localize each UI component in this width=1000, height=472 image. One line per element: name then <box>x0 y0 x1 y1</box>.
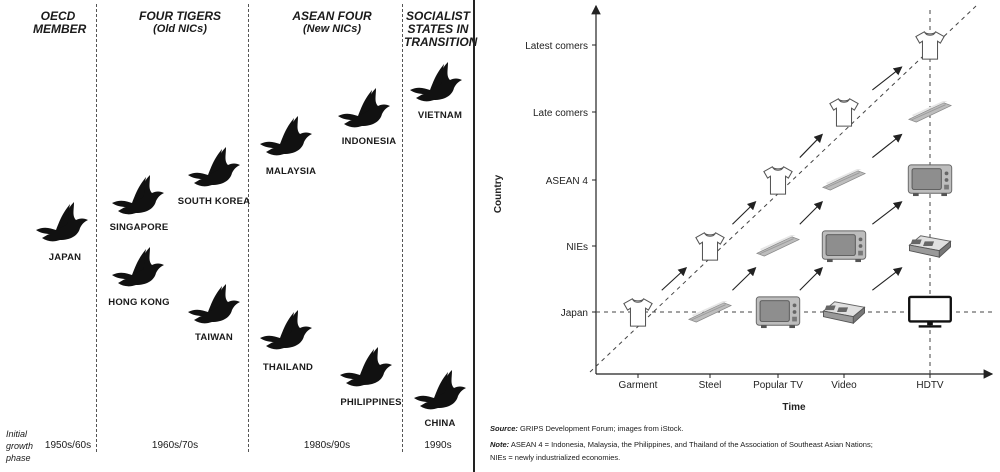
phase-line: Initial <box>6 429 28 439</box>
abbreviation-note: Note: ASEAN 4 = Indonesia, Malaysia, the… <box>490 439 873 450</box>
socialist-title: SOCIALIST STATES IN TRANSITION <box>404 9 478 49</box>
column-divider <box>248 4 249 452</box>
country-label-hong-kong: HONG KONG <box>108 297 170 308</box>
country-label-indonesia: INDONESIA <box>341 136 397 147</box>
x-tick-label: HDTV <box>916 380 944 391</box>
country-label-singapore: SINGAPORE <box>109 222 169 233</box>
diffusion-arrow <box>872 267 903 291</box>
x-tick-label: Video <box>831 380 857 391</box>
diffusion-arrow <box>872 133 903 158</box>
era-label: 1990s <box>424 440 452 451</box>
x-tick-label: Garment <box>619 380 658 391</box>
column-header-socialist: SOCIALIST STATES IN TRANSITION <box>404 9 478 49</box>
diffusion-arrow <box>732 267 757 291</box>
goose-icon-japan <box>34 200 90 248</box>
steel-beam-icon <box>821 169 867 191</box>
tv-icon <box>907 164 953 197</box>
era-label: 1960s/70s <box>151 440 199 451</box>
goose-icon-indonesia <box>336 86 392 134</box>
y-tick-label: NIEs <box>566 242 588 253</box>
diffusion-arrow <box>732 201 757 225</box>
four-tigers-title: FOUR TIGERS <box>138 9 221 23</box>
diffusion-arrow <box>799 133 823 158</box>
note-text: ASEAN 4 = Indonesia, Malaysia, the Phili… <box>509 440 873 449</box>
tv-icon <box>755 296 801 329</box>
source-text: GRIPS Development Forum; images from iSt… <box>517 424 684 433</box>
goose-icon-thailand <box>258 308 314 356</box>
country-label-thailand: THAILAND <box>262 362 314 373</box>
column-divider <box>402 4 403 452</box>
goose-icon-south-korea <box>186 145 242 193</box>
oecd-title: OECD MEMBER <box>33 9 87 36</box>
flat-screen-icon <box>908 295 952 329</box>
asean-four-subtitle: (New NICs) <box>302 23 362 35</box>
steel-beam-icon <box>755 235 801 257</box>
country-label-malaysia: MALAYSIA <box>265 166 317 177</box>
goose-icon-philippines <box>338 345 394 393</box>
goose-icon-singapore <box>110 173 166 221</box>
column-header-asean-four: ASEAN FOUR (New NICs) <box>262 10 402 36</box>
x-axis-label: Time <box>782 402 806 413</box>
era-label: 1980s/90s <box>303 440 351 451</box>
country-label-china: CHINA <box>424 418 456 429</box>
diffusion-arrow <box>872 66 903 91</box>
note-text: NIEs = newly industrialized economies. <box>490 453 621 462</box>
source-label: Source: <box>490 424 518 433</box>
y-tick-label: ASEAN 4 <box>546 176 589 187</box>
diffusion-arrow <box>661 267 688 291</box>
tv-icon <box>821 230 867 263</box>
x-tick-label: Steel <box>699 380 722 391</box>
source-note: Source: GRIPS Development Forum; images … <box>490 423 683 434</box>
goose-icon-hong-kong <box>110 245 166 293</box>
phase-line: growth <box>6 441 34 451</box>
y-tick-label: Late comers <box>533 108 588 119</box>
y-tick-label: Latest comers <box>525 41 588 52</box>
goose-icon-china <box>412 368 468 416</box>
video-recorder-icon <box>908 235 952 258</box>
diffusion-arrow <box>872 201 903 225</box>
goose-icon-taiwan <box>186 282 242 330</box>
steel-beam-icon <box>907 101 953 123</box>
note-label: Note: <box>490 440 510 449</box>
column-header-oecd: OECD MEMBER <box>18 10 98 36</box>
diffusion-arrow <box>799 201 823 225</box>
column-header-four-tigers: FOUR TIGERS (Old NICs) <box>110 10 250 36</box>
country-label-vietnam: VIETNAM <box>417 110 463 121</box>
x-tick-label: Popular TV <box>753 380 803 391</box>
abbreviation-note-line-2: NIEs = newly industrialized economies. <box>490 452 620 463</box>
country-label-south-korea: SOUTH KOREA <box>177 196 251 207</box>
country-label-taiwan: TAIWAN <box>195 332 233 343</box>
tshirt-icon <box>763 166 793 195</box>
initial-growth-phase-label: Initial growth phase <box>6 428 33 464</box>
era-label: 1950s/60s <box>44 440 92 451</box>
country-label-philippines: PHILIPPINES <box>340 397 402 408</box>
four-tigers-subtitle: (Old NICs) <box>153 23 207 35</box>
goose-icon-vietnam <box>408 60 464 108</box>
tshirt-icon <box>915 31 945 60</box>
country-label-japan: JAPAN <box>48 252 82 263</box>
phase-line: phase <box>6 453 31 463</box>
panel-divider <box>473 0 475 472</box>
y-tick-label: Japan <box>561 308 588 319</box>
column-divider <box>96 4 97 452</box>
goose-icon-malaysia <box>258 114 314 162</box>
diffusion-arrow <box>799 267 823 291</box>
steel-beam-icon <box>687 301 733 323</box>
video-recorder-icon <box>822 301 866 324</box>
asean-four-title: ASEAN FOUR <box>292 9 372 23</box>
y-axis-label: Country <box>493 174 504 213</box>
tshirt-icon <box>695 232 725 261</box>
flying-geese-panel: OECD MEMBER FOUR TIGERS (Old NICs) ASEAN… <box>0 0 477 472</box>
